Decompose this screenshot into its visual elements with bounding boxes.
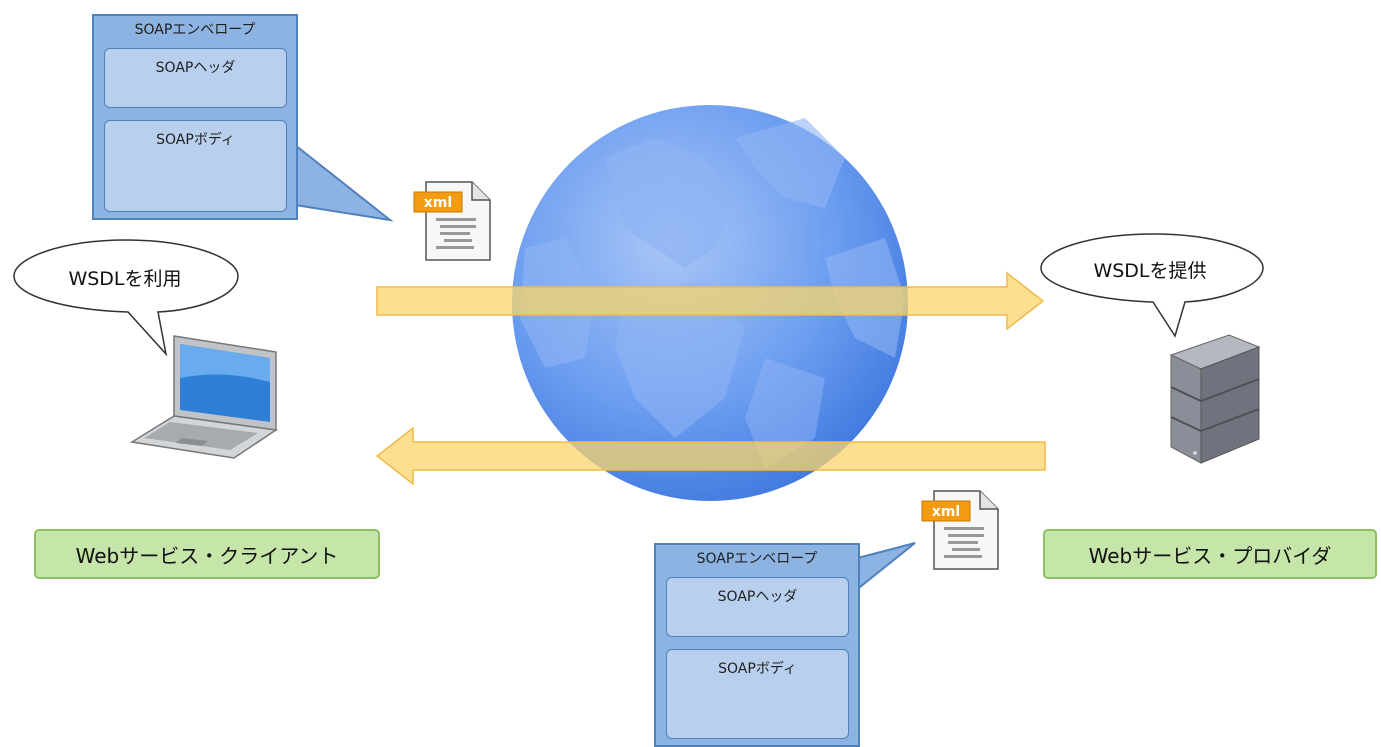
soap-body-box: SOAPボディ <box>104 120 287 212</box>
arrow-right <box>376 271 1045 331</box>
xml-file-icon: xml <box>921 490 999 570</box>
provider-label: Webサービス・プロバイダ <box>1043 529 1377 579</box>
laptop-icon <box>130 335 279 459</box>
soap-header-box: SOAPヘッダ <box>666 577 849 637</box>
soap-envelope-top: SOAPエンベロープ SOAPヘッダ SOAPボディ <box>92 14 298 220</box>
envelope-title: SOAPエンベロープ <box>696 551 818 567</box>
xml-label: xml <box>932 504 960 520</box>
arrow-left <box>375 426 1046 486</box>
client-label: Webサービス・クライアント <box>34 529 380 579</box>
soap-header-box: SOAPヘッダ <box>104 48 287 108</box>
provider-bubble-text: WSDLを提供 <box>1093 260 1207 282</box>
speech-bubble-client <box>13 239 239 357</box>
xml-file-icon: xml <box>413 181 491 261</box>
server-icon <box>1169 334 1261 464</box>
soap-body-box: SOAPボディ <box>666 649 849 739</box>
xml-label: xml <box>424 195 452 211</box>
speech-bubble-provider <box>1040 233 1264 338</box>
client-bubble-text: WSDLを利用 <box>68 268 182 290</box>
envelope-title: SOAPエンベロープ <box>134 22 256 38</box>
soap-envelope-bottom: SOAPエンベロープ SOAPヘッダ SOAPボディ <box>654 543 860 747</box>
callout-tail-top <box>294 142 394 222</box>
